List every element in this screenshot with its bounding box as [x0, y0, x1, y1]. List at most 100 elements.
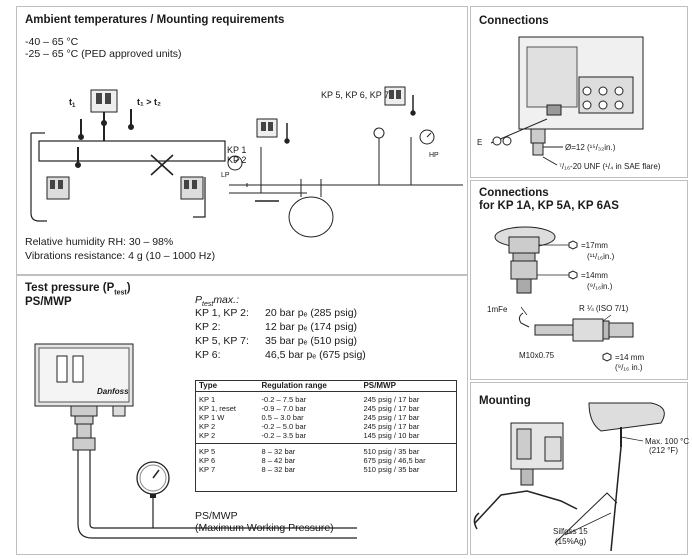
connections-kp1a-panel: Connections for KP 1A, KP 5A, KP 6AS =17… [470, 180, 688, 380]
hex-14-inch-label: (⁹/₁₆in.) [587, 282, 613, 291]
ptest-row-model: KP 1, KP 2: [195, 307, 249, 319]
spec-table: Type Regulation range PS/MWP KP 1 -0.2 – … [195, 380, 457, 474]
cell: KP 6 [199, 456, 216, 465]
test-pressure-title-close: ) [126, 282, 131, 294]
unf-thread-label: ⁷/₁₆-20 UNF (¹/₄ in SAE flare) [559, 162, 661, 171]
mwp-description: (Maximum Working Pressure) [195, 522, 334, 534]
cell: -0.2 – 5.0 bar [261, 422, 307, 431]
max-temp-f-label: (212 °F) [649, 446, 678, 455]
mounting-panel: Mounting Max. 100 °C (212 °F) Silfoss 15… [470, 382, 690, 555]
cell: 245 psig / 17 bar [363, 422, 420, 431]
copper-washer [518, 312, 530, 328]
brand-logo: Danfoss [97, 387, 129, 396]
switch-box-left [46, 176, 70, 200]
table-row: KP 7 8 – 32 bar 510 psig / 35 bar [195, 465, 457, 474]
col-header-type: Type [195, 380, 258, 392]
switch-box-right [180, 176, 204, 200]
t1-label: t1 [69, 97, 76, 109]
kp12-label-2: KP 2 [227, 155, 246, 165]
test-pressure-title-sub: test [114, 289, 127, 297]
connections-title: Connections [479, 15, 549, 27]
switch-terminal-block [518, 36, 644, 130]
connections-panel: Connections E Ø=12 (¹⁵/₃₂in.) ⁷/₁₆-20 UN… [470, 6, 688, 178]
adapter-fitting [534, 318, 634, 342]
ground-connection-icon [490, 118, 548, 146]
hex-17-inch-label: (¹¹/₁₆in.) [587, 252, 615, 261]
ptest-row-model: KP 2: [195, 321, 221, 333]
pressure-switch-icon [90, 89, 118, 141]
hp-gauge-icon [419, 129, 435, 145]
test-gauge-icon [136, 461, 170, 498]
cell: 675 psig / 46,5 bar [363, 456, 426, 465]
ptest-header-p: P [195, 294, 203, 306]
mounting-duct-diagram [30, 132, 226, 222]
connections-kp1a-title-1: Connections [479, 187, 549, 199]
cell: 8 – 32 bar [261, 465, 296, 474]
pipe-line [77, 450, 357, 539]
r-thread-label: R ¼ (ISO 7/1) [579, 304, 629, 313]
kp12-label-1: KP 1 [227, 145, 246, 155]
cell: -0.9 – 7.0 bar [261, 404, 307, 413]
ptest-row-value: 20 bar pₑ (285 psig) [265, 307, 358, 319]
cell: 245 psig / 17 bar [363, 404, 420, 413]
switch-with-wrench [510, 422, 564, 486]
ambient-panel: Ambient temperatures / Mounting requirem… [16, 6, 468, 275]
ptest-row-value: 46,5 bar pₑ (675 psig) [265, 349, 366, 361]
cell: -0.2 – 3.5 bar [261, 431, 307, 440]
kp12-switch-icon [256, 118, 278, 138]
cell: KP 2 [199, 422, 216, 431]
hex-14mm-inch-label: (⁹/₁₆ in.) [615, 363, 643, 372]
wrench-icon [474, 490, 578, 524]
t-compare-label: t₁ > t₂ [137, 97, 161, 107]
vibration-text: Vibrations resistance: 4 g (10 – 1000 Hz… [25, 250, 216, 262]
connector-body [494, 226, 556, 294]
metric-thread-label: M10x0.75 [519, 351, 555, 360]
cell: KP 7 [199, 465, 216, 474]
mounting-diagram [473, 402, 665, 552]
ptest-row-model: KP 5, KP 7: [195, 335, 249, 347]
cell: 245 psig / 17 bar [363, 395, 420, 404]
mounting-title: Mounting [479, 395, 531, 407]
connector-fitting [70, 405, 98, 451]
cell: KP 1, reset [199, 404, 236, 413]
temp-range-ped: -25 – 65 °C (PED approved units) [25, 48, 182, 60]
refrigeration-system-diagram [229, 137, 463, 238]
cell: KP 1 [199, 395, 216, 404]
earth-label: E [477, 138, 482, 147]
material-label: 1mFe [487, 305, 508, 314]
ambient-diagram: t1 t₁ > t₂ [30, 86, 463, 238]
lp-gauge-icon [227, 155, 243, 171]
table-row: KP 1, reset -0.9 – 7.0 bar 245 psig / 17 b… [195, 404, 457, 413]
cell: 8 – 32 bar [257, 443, 360, 456]
hp-label: HP [429, 152, 439, 159]
cell: 510 psig / 35 bar [363, 465, 420, 474]
test-pressure-title-text: Test pressure (P [25, 282, 115, 294]
connector-detail-diagram [494, 226, 634, 362]
test-pressure-title: Test pressure (Ptest) [25, 282, 131, 296]
cell: KP 5 [195, 443, 258, 456]
mwp-label: PS/MWP [195, 510, 238, 522]
kp567-switch-icon [384, 86, 406, 106]
capillary-fitting [530, 128, 546, 156]
pressure-switch-body: Danfoss [34, 343, 134, 417]
ptest-header: Ptestmax.: [195, 294, 239, 308]
hex-icon [568, 240, 612, 362]
pipe-size-label: Ø=12 (¹⁵/₃₂in.) [565, 143, 616, 152]
col-header-mwp: PS/MWP [359, 380, 457, 392]
max-temp-label: Max. 100 °C [645, 437, 690, 446]
spec-table-header: Type Regulation range PS/MWP [195, 380, 457, 392]
cell: 510 psig / 35 bar [359, 443, 457, 456]
temp-range-standard: -40 – 65 °C [25, 36, 79, 48]
connections-kp1a-title-2: for KP 1A, KP 5A, KP 6AS [479, 200, 619, 212]
cell: KP 1 W [199, 413, 225, 422]
ptest-header-sub: test [202, 301, 214, 309]
connections-diagram: E [477, 36, 644, 166]
lp-label: LP [221, 172, 230, 179]
test-pressure-panel: Test pressure (Ptest) PS/MWP Danfoss [16, 275, 468, 555]
hex-14mm-label: =14 mm [615, 353, 645, 362]
ptest-header-tail: max.: [213, 294, 239, 306]
